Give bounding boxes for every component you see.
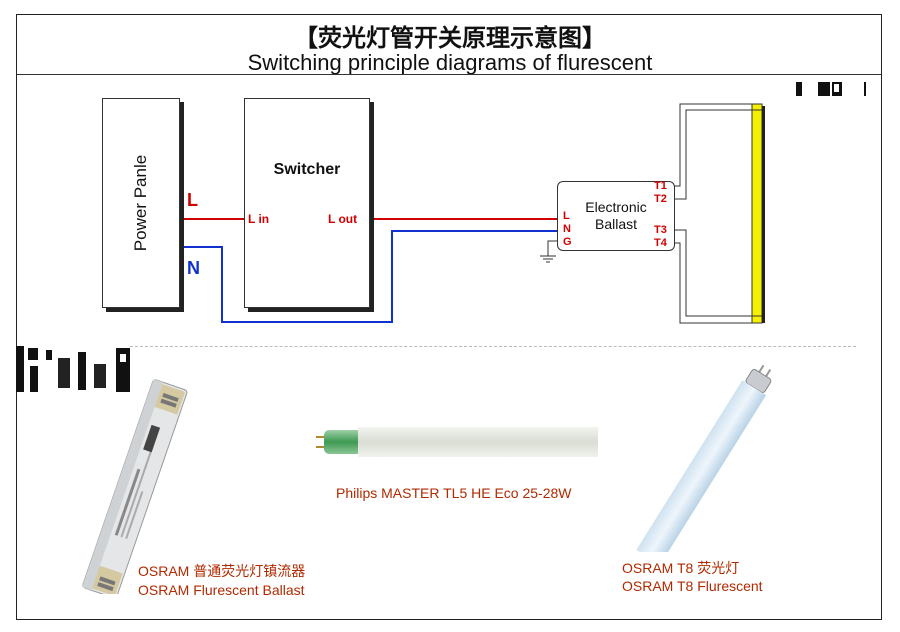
- fluorescent-tube-schematic: [751, 103, 763, 324]
- caption-osram-t8-cn: OSRAM T8 荧光灯: [622, 560, 740, 576]
- scan-artifact-top-right: [796, 82, 866, 96]
- wire-t3: [673, 229, 752, 317]
- title-chinese: 【荧光灯管开关原理示意图】: [294, 24, 606, 52]
- wire-t2: [673, 109, 752, 200]
- ballast-pin-t2: T2: [654, 193, 667, 205]
- ballast-pin-t1: T1: [654, 180, 667, 192]
- section-divider: [130, 346, 856, 347]
- title-divider: [17, 74, 881, 75]
- ballast-pin-t4: T4: [654, 237, 667, 249]
- ballast-label: Electronic Ballast: [558, 199, 674, 233]
- switcher-lin-label: L in: [248, 212, 270, 226]
- ballast-pin-l: L: [563, 210, 570, 222]
- osram-ballast-photo: [82, 378, 188, 594]
- scan-artifact-left: [16, 346, 130, 392]
- electronic-ballast-box: Electronic Ballast: [557, 181, 675, 251]
- osram-t8-tube-photo: [636, 364, 772, 552]
- ground-wire: [547, 240, 560, 256]
- wire-t1: [673, 103, 762, 187]
- ballast-pin-g: G: [563, 236, 572, 248]
- caption-osram-ballast-en: OSRAM Flurescent Ballast: [138, 582, 305, 598]
- page-frame: [16, 14, 882, 620]
- ballast-label-line2: Ballast: [594, 216, 638, 232]
- neutral-wire: [178, 230, 560, 323]
- caption-philips-tl5: Philips MASTER TL5 HE Eco 25-28W: [336, 485, 572, 501]
- ballast-pin-n: N: [563, 223, 571, 235]
- title-english: Switching principle diagrams of fluresce…: [247, 50, 653, 75]
- wire-t4: [673, 242, 762, 324]
- power-panel-label: Power Panle: [131, 154, 150, 252]
- switcher-lout-label: L out: [328, 212, 358, 226]
- ballast-label-line1: Electronic: [585, 199, 647, 215]
- neutral-line-label: N: [187, 258, 200, 278]
- live-line-label: L: [187, 190, 198, 210]
- caption-osram-ballast-cn: OSRAM 普通荧光灯镇流器: [138, 563, 306, 579]
- ballast-pin-t3: T3: [654, 224, 667, 236]
- power-panel-box: Power Panle: [102, 98, 180, 308]
- switcher-box: Switcher: [244, 98, 370, 308]
- switcher-label: Switcher: [273, 161, 341, 178]
- caption-osram-t8-en: OSRAM T8 Flurescent: [622, 578, 763, 594]
- philips-t5-tube-photo: [316, 427, 598, 457]
